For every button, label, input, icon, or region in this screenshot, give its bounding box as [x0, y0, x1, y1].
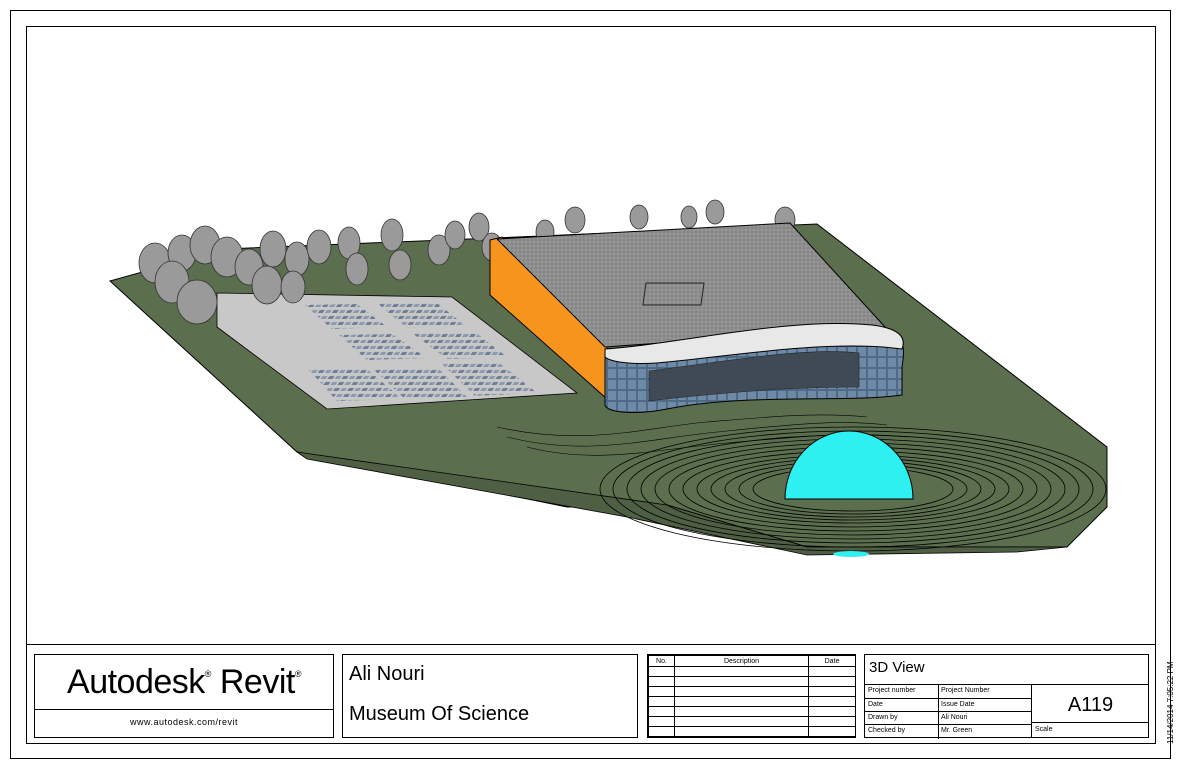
planetarium-dome — [784, 430, 914, 500]
revision-row — [648, 726, 856, 737]
website-url: www.autodesk.com/revit — [129, 717, 239, 727]
parking-stalls-2 — [377, 303, 467, 328]
revision-row — [648, 686, 856, 697]
trees — [138, 199, 796, 325]
drawn-by-row: Drawn by Ali Nouri — [865, 711, 1031, 724]
scale-cell: Scale — [1031, 723, 1149, 738]
project-name: Museum Of Science — [349, 703, 530, 725]
parking-stalls-6 — [373, 367, 467, 399]
info-column-divider — [938, 685, 939, 739]
revision-row — [648, 666, 856, 677]
rev-col-date: Date — [808, 655, 856, 667]
sheet-inner-border — [26, 26, 1156, 744]
revision-row — [648, 706, 856, 717]
roof-skylight — [642, 282, 705, 306]
3d-view-viewport[interactable] — [27, 27, 1155, 644]
view-name: 3D View — [869, 659, 925, 676]
parking-stalls-1 — [305, 304, 387, 329]
terrain-lower-edge — [296, 451, 1068, 556]
info-divider — [865, 684, 1148, 685]
revision-header-row: No. Description Date — [648, 655, 856, 667]
roof-canopy — [604, 323, 904, 364]
dome-reflection — [833, 551, 869, 557]
owner-name: Ali Nouri — [349, 663, 425, 685]
project-number-row: Project number Project Number — [868, 687, 990, 694]
rev-col-no: No. — [648, 655, 675, 667]
print-timestamp: 11/14/2014 7:05:22 PM — [1166, 661, 1175, 744]
title-block-top-line — [26, 644, 1156, 645]
sheet-outer-border — [10, 10, 1171, 759]
logo-divider — [35, 709, 333, 710]
checked-by-row: Checked by Mr. Green — [865, 724, 1031, 738]
project-info-panel: Ali Nouri Museum Of Science — [342, 654, 638, 738]
sheet-info-panel: 3D View Project number Project Number Da… — [864, 654, 1149, 739]
revision-table: No. Description Date — [647, 654, 856, 738]
revision-row — [648, 696, 856, 707]
logo-panel: Autodesk® Revit® www.autodesk.com/revit — [34, 654, 334, 738]
autodesk-revit-logo: Autodesk® Revit® — [67, 663, 301, 701]
sheet-number-cell: A119 — [1031, 685, 1149, 723]
revision-row — [648, 676, 856, 687]
rev-col-description: Description — [674, 655, 809, 667]
interior-view — [648, 351, 860, 402]
parking-stalls-4 — [412, 332, 507, 359]
scale-label: Scale — [1035, 726, 1053, 733]
parking-stalls-3 — [339, 334, 427, 360]
sheet-number: A119 — [1067, 694, 1114, 716]
parking-stalls-5 — [309, 369, 402, 401]
parking-stalls-7 — [441, 361, 537, 396]
revision-row — [648, 716, 856, 727]
date-row: Date Issue Date — [865, 698, 1031, 711]
